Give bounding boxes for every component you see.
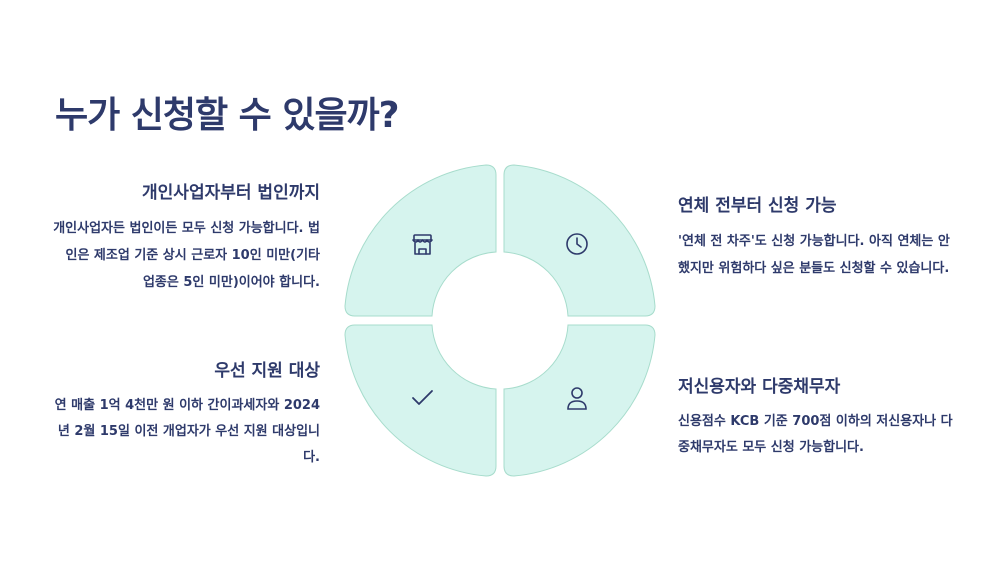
check-icon <box>412 390 433 405</box>
segment-text-low-credit: 저신용자와 다중채무자 신용점수 KCB 기준 700점 이하의 저신용자나 다… <box>678 372 953 461</box>
user-icon <box>567 387 587 410</box>
segment-text-business: 개인사업자부터 법인까지 개인사업자든 법인이든 모두 신청 가능합니다. 법인… <box>50 178 320 296</box>
store-icon <box>412 234 433 255</box>
segment-body: '연체 전 차주'도 신청 가능합니다. 아직 연체는 안 했지만 위험하다 싶… <box>678 234 950 276</box>
page-title: 누가 신청할 수 있을까? <box>55 95 400 136</box>
segment-body: 개인사업자든 법인이든 모두 신청 가능합니다. 법인은 제조업 기준 상시 근… <box>53 221 320 290</box>
clock-icon <box>566 233 588 255</box>
ring-segment-top-right <box>503 164 656 317</box>
segment-body: 연 매출 1억 4천만 원 이하 간이과세자와 2024년 2월 15일 이전 … <box>54 398 320 465</box>
ring-segment-bottom-left <box>344 324 497 477</box>
segment-text-priority: 우선 지원 대상 연 매출 1억 4천만 원 이하 간이과세자와 2024년 2… <box>50 356 320 471</box>
segment-heading: 저신용자와 다중채무자 <box>678 377 841 397</box>
segment-heading: 우선 지원 대상 <box>214 361 320 381</box>
segment-text-before-delinquency: 연체 전부터 신청 가능 '연체 전 차주'도 신청 가능합니다. 아직 연체는… <box>678 191 953 282</box>
segment-heading: 개인사업자부터 법인까지 <box>142 183 320 203</box>
segment-heading: 연체 전부터 신청 가능 <box>678 196 837 216</box>
segment-body: 신용점수 KCB 기준 700점 이하의 저신용자나 다중채무자도 모두 신청 … <box>678 414 953 455</box>
